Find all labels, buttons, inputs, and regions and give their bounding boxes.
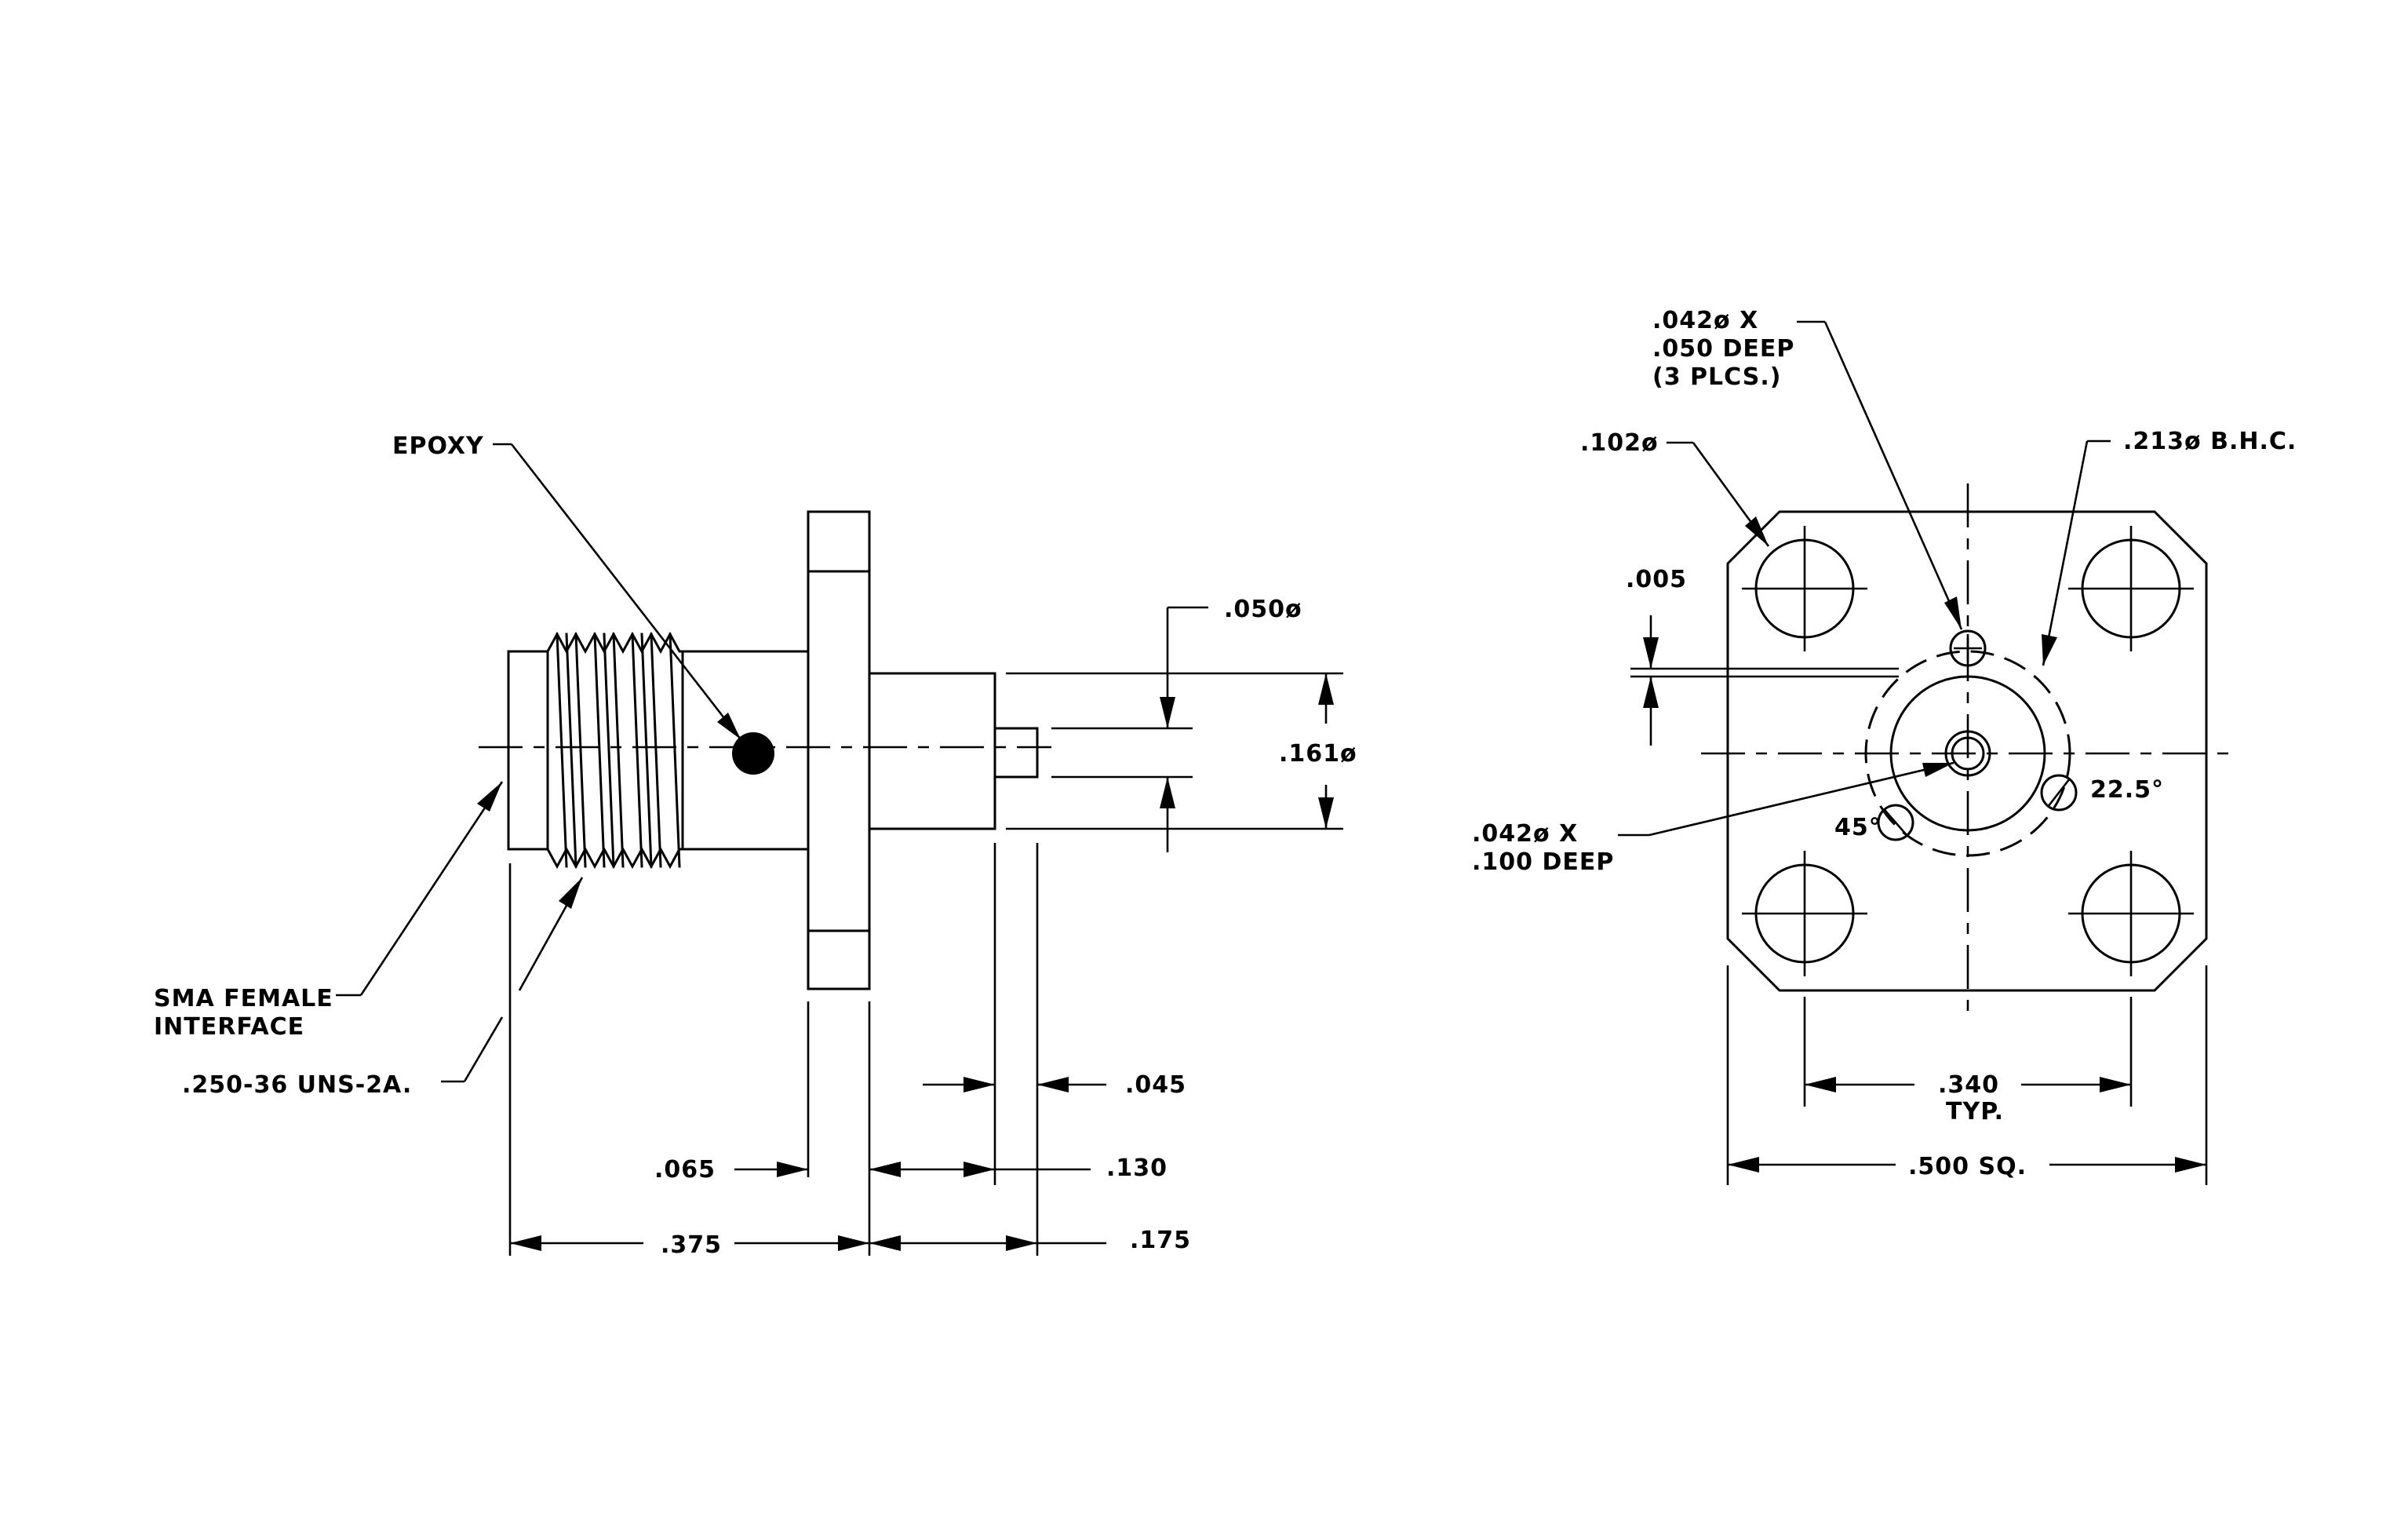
dim-045: [923, 1077, 1106, 1092]
threaded-barrel: [507, 631, 810, 870]
angle-225-label: 22.5°: [2090, 776, 2164, 804]
d065-label: .065: [654, 1156, 716, 1184]
hole-label-line3: (3 PLCS.): [1652, 363, 1781, 391]
side-extension-lines: [508, 843, 1039, 1256]
dim-065: [734, 1162, 1091, 1177]
mount-dia-leader: [1667, 441, 1770, 547]
d130-label: .130: [1106, 1154, 1168, 1182]
d340-label-line1: .340: [1938, 1071, 1999, 1099]
small-holes: [1877, 629, 2078, 841]
angle-45-label: 45°: [1834, 814, 1882, 841]
center-hole-outer: [1944, 730, 1991, 777]
dim-pin-diameter: [1051, 606, 1208, 852]
flange-square: [1726, 510, 2208, 992]
side-view: EPOXY SMA FEMALE INTERFACE .250-36 UNS-2…: [154, 432, 1357, 1259]
epoxy-label: EPOXY: [392, 432, 484, 460]
d340-label-line2: TYP.: [1946, 1098, 2004, 1125]
center-hole-leader: [1618, 761, 1954, 837]
flange: [807, 510, 871, 990]
epoxy-dot: [732, 732, 774, 775]
dim-005: [1630, 615, 1899, 746]
bolt-hole-circle: [1864, 650, 2071, 857]
body-circle: [1889, 675, 2046, 832]
front-view: .042ø X .050 DEEP (3 PLCS.) .102ø .213ø …: [1472, 307, 2297, 1185]
dim-175: [869, 1235, 1106, 1251]
d375-label: .375: [661, 1231, 722, 1259]
bhc-label: .213ø B.H.C.: [2123, 428, 2297, 455]
dim-500: [1726, 965, 2208, 1185]
rear-body: [868, 672, 1039, 830]
hole-label-line2: .050 DEEP: [1652, 335, 1794, 363]
pin-dia-label: .050ø: [1224, 596, 1302, 623]
center-hole-label-line1: .042ø X: [1472, 820, 1578, 848]
hole-label-line1: .042ø X: [1652, 307, 1758, 334]
center-hole-inner: [1951, 736, 1985, 771]
thread-leader: [441, 877, 584, 1083]
hole-leader: [1797, 320, 1963, 630]
sma-label-line1: SMA FEMALE: [154, 985, 333, 1012]
d175-label: .175: [1130, 1227, 1191, 1254]
d500-label: .500 SQ.: [1908, 1153, 2027, 1180]
body-dia-label: .161ø: [1279, 740, 1357, 768]
d005-label: .005: [1626, 566, 1687, 593]
bhc-leader: [2042, 440, 2111, 666]
mounting-holes: [1742, 526, 2194, 976]
sma-label-line2: INTERFACE: [154, 1013, 304, 1041]
center-hole-label-line2: .100 DEEP: [1472, 848, 1614, 876]
thread-label: .250-36 UNS-2A.: [182, 1071, 412, 1099]
sma-leader: [336, 781, 504, 997]
dim-body-diameter: [1006, 672, 1343, 830]
dim-340: [1803, 997, 2133, 1107]
epoxy-leader: [493, 443, 742, 740]
dim-375: [510, 1235, 869, 1251]
mount-dia-label: .102ø: [1580, 429, 1659, 457]
d045-label: .045: [1125, 1071, 1186, 1099]
